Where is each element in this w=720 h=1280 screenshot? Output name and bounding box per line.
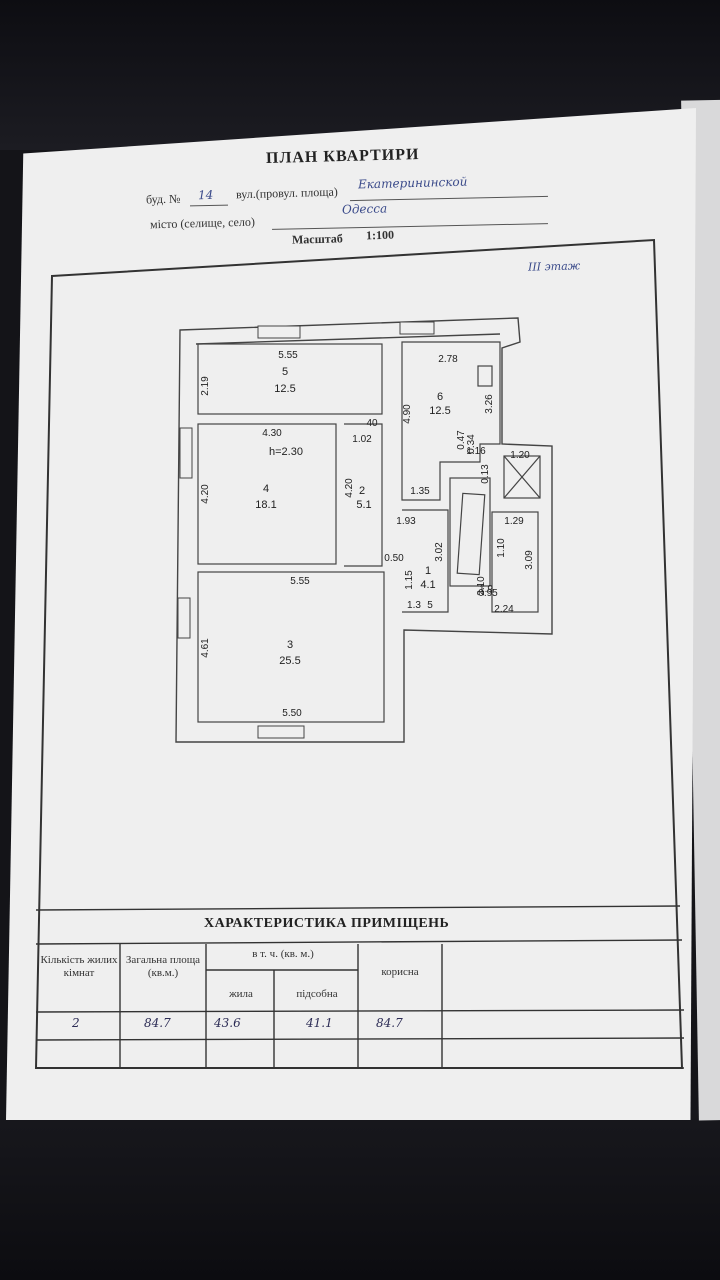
- dim-label: 2.10: [476, 576, 487, 596]
- bath-room: [491, 511, 539, 613]
- dim-label: 5.55: [290, 576, 310, 587]
- room-1-area: 4.1: [420, 579, 435, 591]
- room-walls: [197, 341, 541, 723]
- dim-label: 1.02: [352, 434, 372, 445]
- dim-label: 1.9: [479, 584, 493, 595]
- value-living: 43.6: [214, 1016, 241, 1030]
- dim-label: 0.47: [456, 430, 467, 450]
- dim-label: 2.24: [494, 604, 514, 615]
- dim-label: 3.02: [434, 542, 445, 562]
- dim-label: 1.29: [504, 516, 524, 527]
- dim-label: 5.55: [278, 350, 298, 361]
- room-3-number: 3: [287, 639, 293, 651]
- dim-label: 1.10: [496, 538, 507, 558]
- value-useful: 84.7: [376, 1016, 403, 1030]
- room-1-number: 1: [425, 565, 431, 577]
- dim-label: 4.30: [262, 428, 282, 439]
- dim-label: 3.26: [484, 394, 495, 414]
- dim-label: 0.95: [478, 588, 498, 599]
- dim-label: 3.09: [524, 550, 535, 570]
- floor-note: III этаж: [527, 259, 581, 274]
- dark-background-bottom: [0, 1110, 720, 1280]
- dim-label: 40: [366, 418, 378, 429]
- room-3-outline: [197, 571, 385, 723]
- room-4-area: 18.1: [255, 499, 276, 511]
- dim-label: 5: [427, 600, 433, 611]
- value-auxiliary: 41.1: [306, 1016, 333, 1030]
- dim-label: 1.15: [404, 570, 415, 590]
- room-2-area: 5.1: [356, 499, 371, 511]
- document-sheet: [6, 108, 696, 1120]
- value-total-area: 84.7: [144, 1016, 171, 1030]
- dim-label: 4.90: [402, 404, 413, 424]
- header-total-area: Загальна площа (кв.м.): [125, 954, 201, 979]
- room-4-outline: [197, 423, 337, 565]
- header-useful: корисна: [381, 966, 419, 978]
- header-living: жила: [229, 988, 253, 1000]
- windows: [177, 321, 435, 739]
- characteristics-table-grid: [35, 905, 685, 1069]
- dim-label: 0.13: [480, 464, 491, 484]
- wc-box: [503, 455, 541, 499]
- dim-label: 4.61: [200, 638, 211, 658]
- dim-label: 1.35: [410, 486, 430, 497]
- dim-label: 2.78: [438, 354, 458, 365]
- dim-label: 1.93: [396, 516, 416, 527]
- header-auxiliary: підсобна: [296, 988, 338, 1000]
- dim-label: 0.34: [466, 434, 477, 454]
- table-title: ХАРАКТЕРИСТИКА ПРИМІЩЕНЬ: [204, 916, 450, 931]
- dim-label: 4.20: [200, 484, 211, 504]
- dim-label: 0.50: [384, 553, 404, 564]
- room-5-area: 12.5: [274, 383, 295, 395]
- dim-label: 1.20: [510, 450, 530, 461]
- outer-walls: [175, 317, 553, 743]
- room-3-area: 25.5: [279, 655, 300, 667]
- room-2-outline: [344, 423, 383, 567]
- dim-label: 4.20: [344, 478, 355, 498]
- room-2-number: 2: [359, 485, 365, 497]
- dim-label: 1.16: [466, 446, 486, 457]
- dim-label: 2.19: [200, 376, 211, 396]
- stair-block: [449, 477, 491, 587]
- room-5-number: 5: [282, 366, 288, 378]
- dim-label: 5.50: [282, 708, 302, 719]
- room-6-area: 12.5: [429, 405, 450, 417]
- value-rooms-count: 2: [72, 1016, 80, 1030]
- dim-label: 1.3: [407, 600, 421, 611]
- room-4-number: 4: [263, 483, 269, 495]
- room-6-outline: [401, 341, 501, 501]
- header-including: в т. ч. (кв. м.): [252, 948, 314, 960]
- room-5-outline: [197, 343, 383, 415]
- stove: [477, 365, 493, 387]
- height-note: h=2.30: [269, 446, 303, 458]
- room-6-number: 6: [437, 391, 443, 403]
- room-1-outline: [402, 509, 449, 613]
- header-rooms-count: Кількість жилих кімнат: [40, 954, 118, 979]
- stair-inner: [456, 492, 486, 576]
